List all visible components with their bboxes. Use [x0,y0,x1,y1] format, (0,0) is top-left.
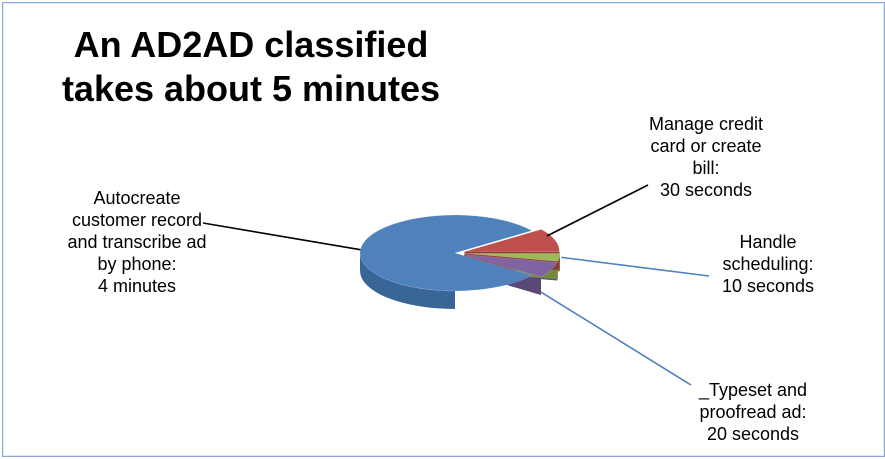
slice-top-scheduling [464,253,561,262]
leader-line-autocreate [202,222,361,251]
label-autocreate: Autocreate customer record and transcrib… [47,187,227,297]
label-manage-credit: Manage credit card or create bill: 30 se… [621,113,791,201]
label-manage-credit-line-3: bill: [692,158,720,178]
title-line-2: takes about 5 minutes [61,68,441,109]
leader-line-manage-credit [546,184,649,237]
slice-top-autocreate [359,214,533,292]
chart-title: An AD2AD classified takes about 5 minute… [31,23,471,111]
label-typeset: _Typeset and proofread ad: 20 seconds [678,379,828,445]
label-typeset-value: 20 seconds [706,424,800,444]
slice-top-manage-credit [464,229,560,253]
label-manage-credit-line-2: card or create [650,136,762,156]
label-scheduling-line-2: scheduling: [722,254,814,274]
label-scheduling: Handle scheduling: 10 seconds [693,231,843,297]
slice-top-typeset [464,254,558,278]
label-autocreate-value: 4 minutes [97,276,177,296]
label-autocreate-line-1: Autocreate [93,188,181,208]
pie-slices [359,214,561,309]
leader-line-scheduling [561,256,710,277]
pie-chart [202,184,710,386]
title-line-1: An AD2AD classified [73,24,429,65]
slice-side-autocreate [360,253,455,309]
leader-line-typeset [540,291,692,386]
label-manage-credit-value: 30 seconds [659,180,753,200]
label-typeset-line-2: proofread ad: [699,402,807,422]
label-autocreate-line-3: and transcribe ad [67,232,207,252]
label-manage-credit-line-1: Manage credit [648,114,764,134]
label-autocreate-line-2: customer record [71,210,203,230]
label-typeset-line-1: _Typeset and [698,380,808,400]
label-scheduling-value: 10 seconds [721,276,815,296]
label-autocreate-line-4: by phone: [97,254,177,274]
label-scheduling-line-1: Handle [739,232,797,252]
